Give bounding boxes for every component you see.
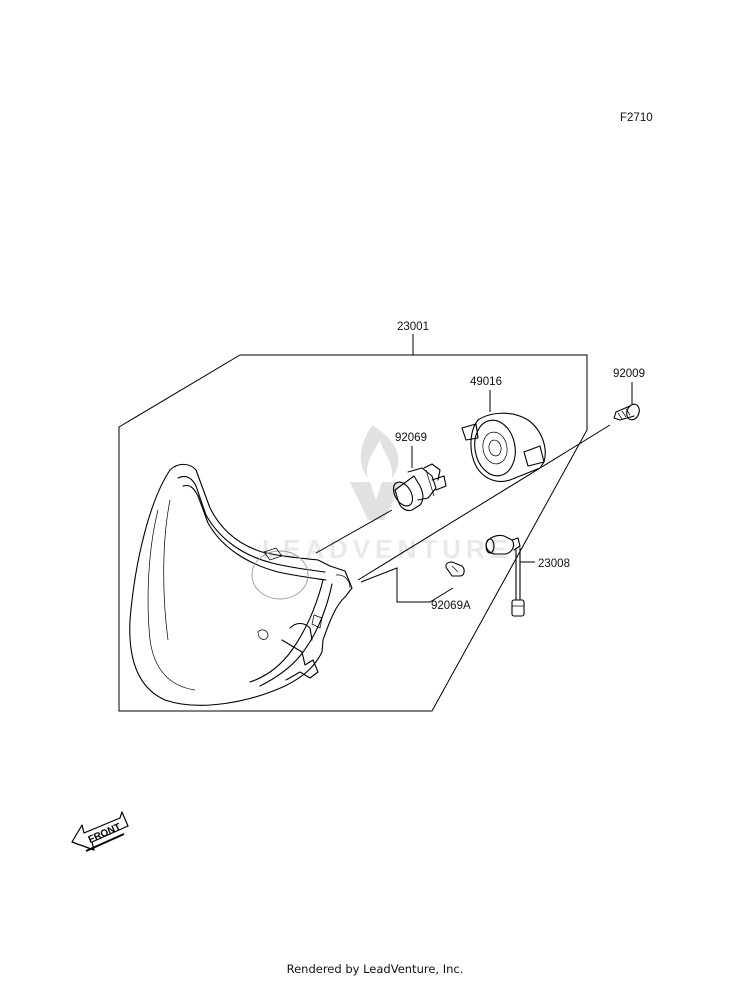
socket-wire [485,534,525,617]
headlight-bulb [392,463,447,512]
part-label-23001: 23001 [397,321,429,333]
part-label-92069A: 92069A [431,600,471,612]
watermark-logo: LEADVENTURE [262,425,512,564]
part-label-92069: 92069 [395,432,427,444]
axis-line-main [357,424,611,581]
rubber-cap [461,412,546,483]
front-arrow-icon: FRONT [71,811,129,852]
footer-credit: Rendered by LeadVenture, Inc. [286,962,464,976]
axis-line-bulb [315,509,393,554]
assembly-frame [118,354,588,712]
watermark-text: LEADVENTURE [262,534,512,564]
screw [613,403,640,421]
headlight-housing [129,463,353,706]
leader-92069A-bracket [360,567,454,603]
figure-code: F2710 [620,112,653,124]
part-label-92009: 92009 [613,368,645,380]
part-label-49016: 49016 [470,376,502,388]
part-label-23008: 23008 [538,558,570,570]
small-bulb [445,561,465,577]
